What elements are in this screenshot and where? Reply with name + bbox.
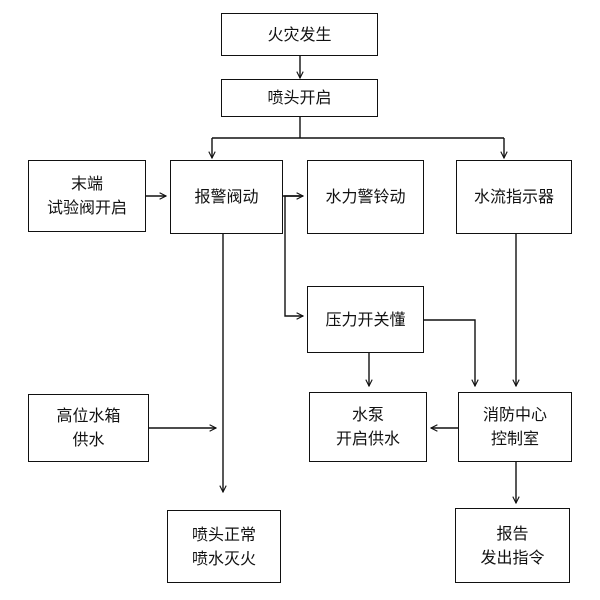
node-pump-start-line2: 开启供水 [335, 429, 400, 448]
node-sprinkler-normal-line1: 喷头正常 [191, 524, 256, 544]
arrow-alarm-valve-to-pressure-switch [284, 195, 303, 316]
node-high-tank: 高位水箱 供水 [28, 394, 149, 462]
node-end-test-valve-line2: 试验阀开启 [46, 198, 127, 217]
node-water-gong-line1: 水力警铃动 [325, 187, 406, 206]
node-end-test-valve-line1: 末端 [70, 174, 103, 193]
node-flow-indicator-line1: 水流指示器 [473, 187, 554, 206]
node-sprinkler-open: 喷头开启 [221, 79, 378, 117]
node-sprinkler-open-line1: 喷头开启 [267, 88, 332, 107]
node-report-line1: 报告 [496, 523, 529, 543]
arrow-pressure-switch-to-control-center [424, 319, 475, 386]
node-flow-indicator: 水流指示器 [456, 160, 572, 234]
node-pump-start: 水泵 开启供水 [309, 392, 427, 462]
node-pressure-switch-line1: 压力开关懂 [325, 309, 406, 329]
node-fire-occurs: 火灾发生 [221, 13, 378, 56]
node-control-center-line2: 控制室 [490, 429, 539, 448]
node-water-gong: 水力警铃动 [307, 160, 424, 234]
node-control-center-line1: 消防中心 [482, 405, 547, 424]
node-high-tank-line2: 供水 [72, 430, 105, 449]
node-sprinkler-normal-line2: 喷水灭火 [191, 548, 256, 568]
node-report-line2: 发出指令 [480, 547, 545, 567]
node-control-center: 消防中心 控制室 [458, 392, 572, 462]
node-fire-occurs-line1: 火灾发生 [267, 24, 332, 44]
node-report: 报告 发出指令 [455, 508, 570, 583]
node-pump-start-line1: 水泵 [351, 405, 384, 424]
node-alarm-valve: 报警阀动 [170, 160, 283, 234]
node-end-test-valve: 末端 试验阀开启 [28, 160, 146, 232]
node-high-tank-line1: 高位水箱 [56, 406, 121, 425]
node-pressure-switch: 压力开关懂 [307, 286, 424, 353]
node-alarm-valve-line1: 报警阀动 [194, 187, 259, 206]
node-sprinkler-normal: 喷头正常 喷水灭火 [167, 510, 281, 583]
